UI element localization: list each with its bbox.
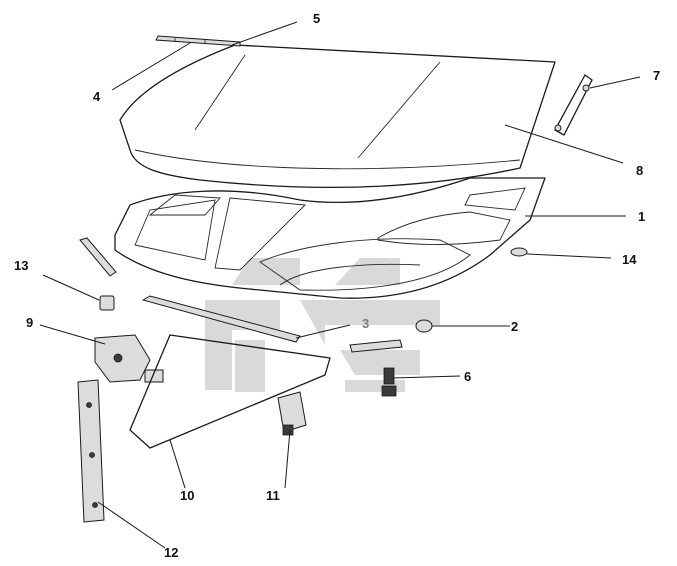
clip-part xyxy=(99,295,115,311)
hood-seal-strip xyxy=(141,295,301,343)
callout-4: 4 xyxy=(93,89,101,104)
callout-10: 10 xyxy=(180,488,194,503)
callout-3: 3 xyxy=(362,316,369,331)
grommet-part xyxy=(510,247,528,257)
callout-8: 8 xyxy=(636,163,643,178)
hood-front-seal xyxy=(155,35,241,47)
insulation-pad xyxy=(129,334,331,449)
callout-12: 12 xyxy=(164,545,178,560)
callout-11: 11 xyxy=(266,488,280,503)
hood-outer-panel xyxy=(119,44,556,188)
callout-6: 6 xyxy=(464,369,471,384)
callout-7: 7 xyxy=(653,68,660,83)
support-bracket xyxy=(554,74,593,136)
leader-lines xyxy=(39,21,641,549)
callout-1: 1 xyxy=(638,209,645,224)
hood-bumper xyxy=(415,319,433,333)
callout-14: 14 xyxy=(622,252,637,267)
hood-hinge xyxy=(277,391,307,436)
callout-13: 13 xyxy=(14,258,28,273)
callout-5: 5 xyxy=(313,11,320,26)
buffer-assembly xyxy=(349,339,403,397)
small-trim-strip xyxy=(79,237,117,277)
callout-labels: 5 4 7 8 1 14 13 2 3 9 6 10 11 12 xyxy=(14,11,660,560)
support-rail xyxy=(77,379,105,523)
callout-9: 9 xyxy=(26,315,33,330)
callout-2: 2 xyxy=(511,319,518,334)
hood-latch xyxy=(94,334,164,383)
hood-inner-panel xyxy=(114,177,546,299)
